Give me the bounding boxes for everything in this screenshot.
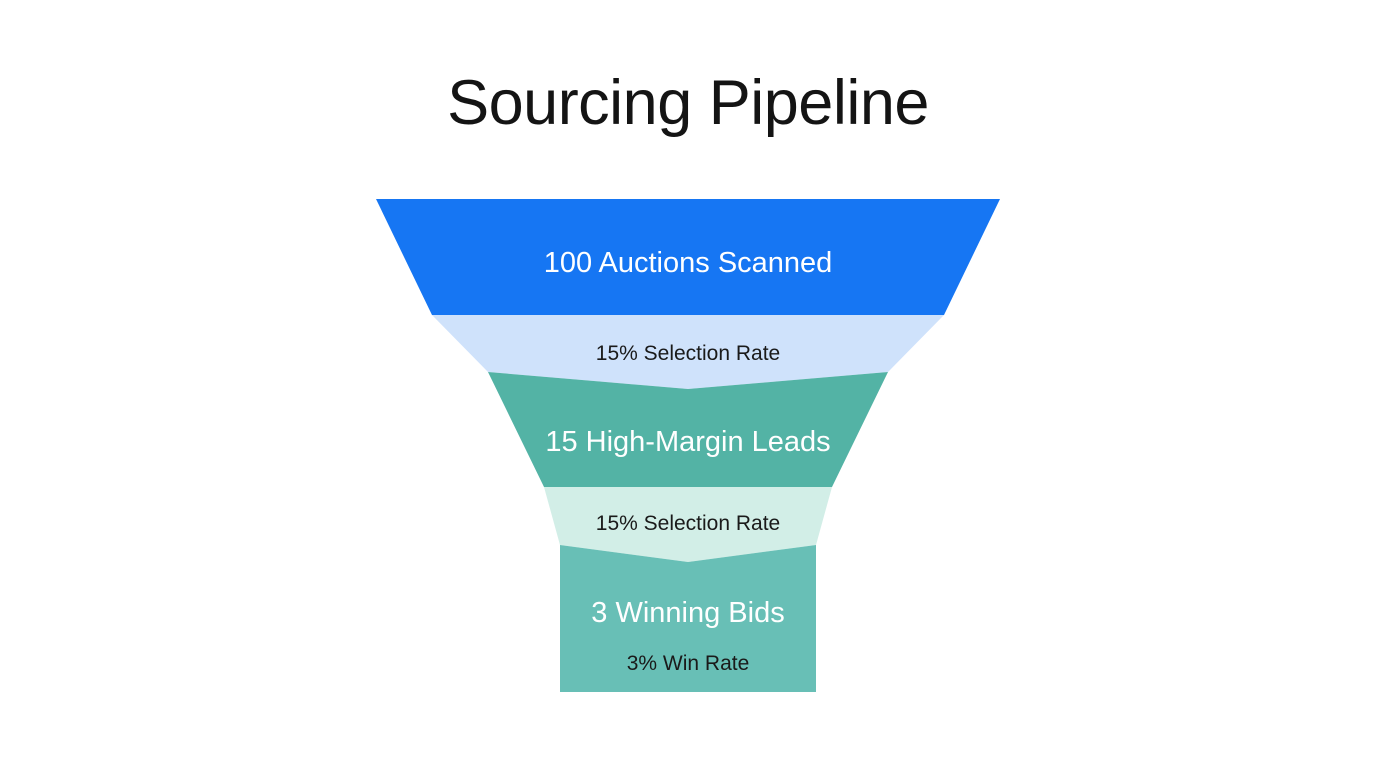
funnel-stage-3-label: 3 Winning Bids bbox=[591, 597, 784, 629]
funnel-stage-1-shape[interactable] bbox=[376, 199, 1000, 315]
funnel-connector-2-label: 15% Selection Rate bbox=[596, 512, 780, 535]
funnel-connector-1-label: 15% Selection Rate bbox=[596, 342, 780, 365]
funnel-stage-2-label: 15 High-Margin Leads bbox=[545, 426, 830, 458]
funnel-stage-2-shape[interactable] bbox=[488, 372, 888, 487]
funnel-stage-3-shape[interactable] bbox=[560, 545, 816, 692]
funnel-stage-1-label: 100 Auctions Scanned bbox=[544, 247, 833, 279]
page-title: Sourcing Pipeline bbox=[447, 68, 929, 138]
funnel-connector-2-shape[interactable] bbox=[544, 487, 832, 562]
funnel-win-rate-label: 3% Win Rate bbox=[627, 652, 750, 675]
funnel-connector-1-shape[interactable] bbox=[432, 315, 944, 389]
